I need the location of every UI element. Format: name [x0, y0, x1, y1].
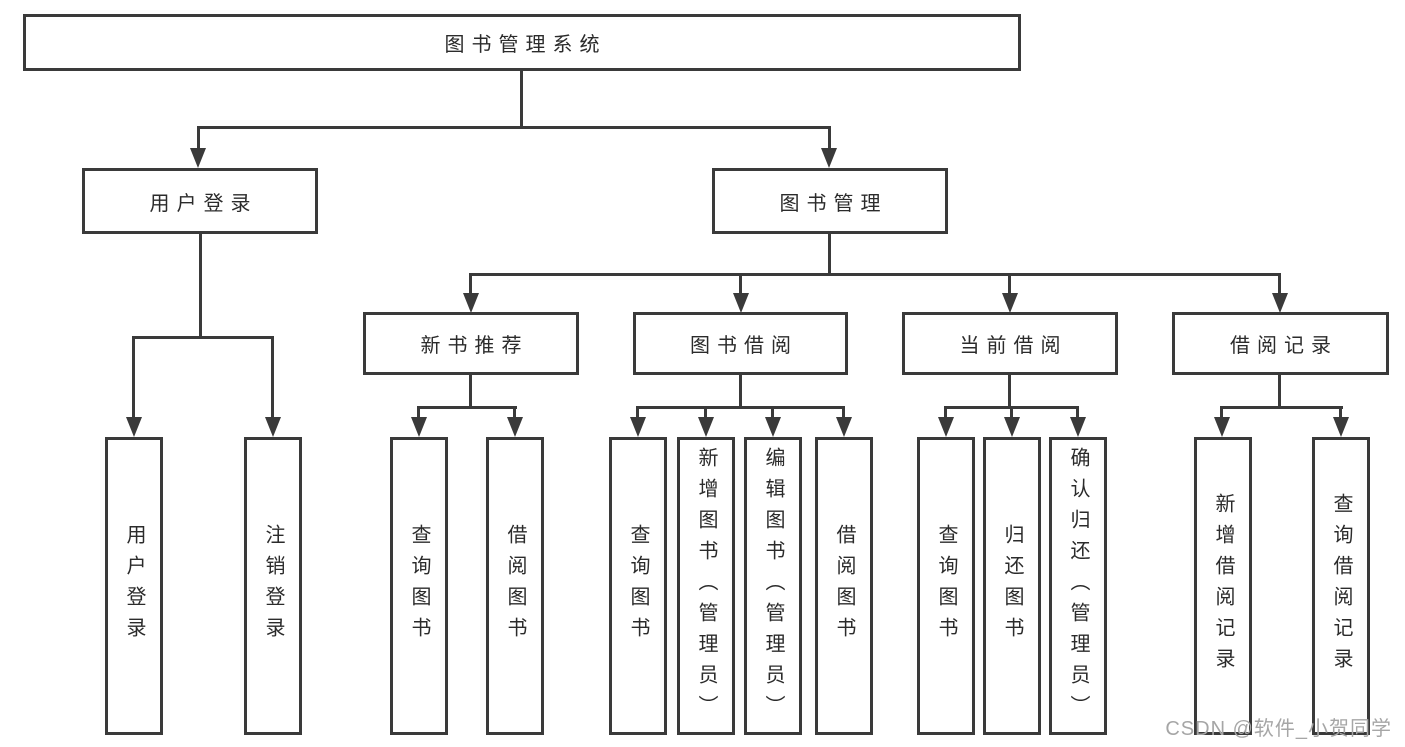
- connector-vline: [944, 407, 947, 419]
- leaf-return-book-label: 归还图书: [1001, 524, 1023, 648]
- leaf-add-borrow-record: 新增借阅记录: [1194, 437, 1252, 735]
- leaf-add-book-admin-label: 新增图书（管理员）: [695, 446, 717, 726]
- leaf-query-borrow-record: 查询借阅记录: [1312, 437, 1370, 735]
- connector-vline: [513, 407, 516, 419]
- connector-vline: [199, 232, 202, 338]
- connector-vline: [828, 127, 831, 151]
- leaf-query-borrow-record-label: 查询借阅记录: [1330, 493, 1352, 679]
- arrowhead-down-icon: [1333, 417, 1349, 437]
- arrowhead-down-icon: [765, 417, 781, 437]
- connector-vline: [771, 407, 774, 419]
- arrowhead-down-icon: [265, 417, 281, 437]
- connector-hline: [469, 273, 1281, 276]
- leaf-edit-book-admin-label: 编辑图书（管理员）: [762, 446, 784, 726]
- connector-vline: [1076, 407, 1079, 419]
- arrowhead-down-icon: [1002, 293, 1018, 313]
- arrowhead-down-icon: [733, 293, 749, 313]
- node-root-label: 图书管理系统: [444, 34, 607, 56]
- node-root: 图书管理系统: [23, 14, 1021, 71]
- leaf-user-login-label: 用户登录: [123, 524, 145, 648]
- arrowhead-down-icon: [836, 417, 852, 437]
- arrowhead-down-icon: [463, 293, 479, 313]
- connector-vline: [132, 337, 135, 419]
- leaf-confirm-return-admin: 确认归还（管理员）: [1049, 437, 1107, 735]
- arrowhead-down-icon: [1004, 417, 1020, 437]
- connector-hline: [197, 126, 831, 129]
- leaf-logout-label: 注销登录: [262, 524, 284, 648]
- leaf-confirm-return-admin-label: 确认归还（管理员）: [1067, 446, 1089, 726]
- node-borrowing-records: 借阅记录: [1172, 312, 1389, 375]
- leaf-borrowing-borrow-book: 借阅图书: [815, 437, 873, 735]
- leaf-return-book: 归还图书: [983, 437, 1041, 735]
- node-user-login: 用户登录: [82, 168, 318, 234]
- connector-vline: [1010, 407, 1013, 419]
- connector-vline: [739, 274, 742, 295]
- arrowhead-down-icon: [630, 417, 646, 437]
- connector-vline: [636, 407, 639, 419]
- leaf-recommend-borrow-book: 借阅图书: [486, 437, 544, 735]
- leaf-edit-book-admin: 编辑图书（管理员）: [744, 437, 802, 735]
- connector-vline: [739, 373, 742, 408]
- node-current-borrowing-label: 当前借阅: [959, 335, 1068, 357]
- arrowhead-down-icon: [938, 417, 954, 437]
- connector-hline: [132, 336, 274, 339]
- node-book-borrowing: 图书借阅: [633, 312, 848, 375]
- connector-vline: [197, 127, 200, 151]
- leaf-current-query-book-label: 查询图书: [935, 524, 957, 648]
- arrowhead-down-icon: [698, 417, 714, 437]
- node-user-login-label: 用户登录: [149, 192, 258, 215]
- connector-vline: [1278, 274, 1281, 295]
- connector-vline: [704, 407, 707, 419]
- connector-vline: [828, 232, 831, 275]
- connector-vline: [842, 407, 845, 419]
- leaf-logout: 注销登录: [244, 437, 302, 735]
- leaf-borrowing-query-book: 查询图书: [609, 437, 667, 735]
- leaf-recommend-query-book: 查询图书: [390, 437, 448, 735]
- connector-hline: [1220, 406, 1343, 409]
- connector-vline: [1339, 407, 1342, 419]
- node-new-book-recommend: 新书推荐: [363, 312, 579, 375]
- node-new-book-recommend-label: 新书推荐: [420, 335, 529, 357]
- node-book-management: 图书管理: [712, 168, 948, 234]
- leaf-recommend-query-book-label: 查询图书: [408, 524, 430, 648]
- arrowhead-down-icon: [1070, 417, 1086, 437]
- arrowhead-down-icon: [1214, 417, 1230, 437]
- connector-vline: [417, 407, 420, 419]
- csdn-watermark: CSDN @软件_小贺同学: [1165, 718, 1392, 740]
- leaf-recommend-borrow-book-label: 借阅图书: [504, 524, 526, 648]
- arrowhead-down-icon: [411, 417, 427, 437]
- connector-vline: [1008, 373, 1011, 408]
- node-book-management-label: 图书管理: [779, 192, 888, 215]
- connector-hline: [417, 406, 517, 409]
- leaf-borrowing-query-book-label: 查询图书: [627, 524, 649, 648]
- arrowhead-down-icon: [190, 148, 206, 168]
- connector-vline: [1220, 407, 1223, 419]
- arrowhead-down-icon: [821, 148, 837, 168]
- connector-vline: [1008, 274, 1011, 295]
- connector-vline: [469, 274, 472, 295]
- leaf-add-book-admin: 新增图书（管理员）: [677, 437, 735, 735]
- arrowhead-down-icon: [1272, 293, 1288, 313]
- arrowhead-down-icon: [507, 417, 523, 437]
- leaf-current-query-book: 查询图书: [917, 437, 975, 735]
- leaf-add-borrow-record-label: 新增借阅记录: [1212, 493, 1234, 679]
- node-current-borrowing: 当前借阅: [902, 312, 1118, 375]
- node-borrowing-records-label: 借阅记录: [1230, 335, 1338, 357]
- connector-vline: [1278, 373, 1281, 408]
- connector-vline: [469, 373, 472, 408]
- leaf-borrowing-borrow-book-label: 借阅图书: [833, 524, 855, 648]
- leaf-user-login: 用户登录: [105, 437, 163, 735]
- connector-vline: [520, 68, 523, 128]
- connector-vline: [271, 337, 274, 419]
- arrowhead-down-icon: [126, 417, 142, 437]
- node-book-borrowing-label: 图书借阅: [690, 335, 798, 357]
- connector-hline: [636, 406, 845, 409]
